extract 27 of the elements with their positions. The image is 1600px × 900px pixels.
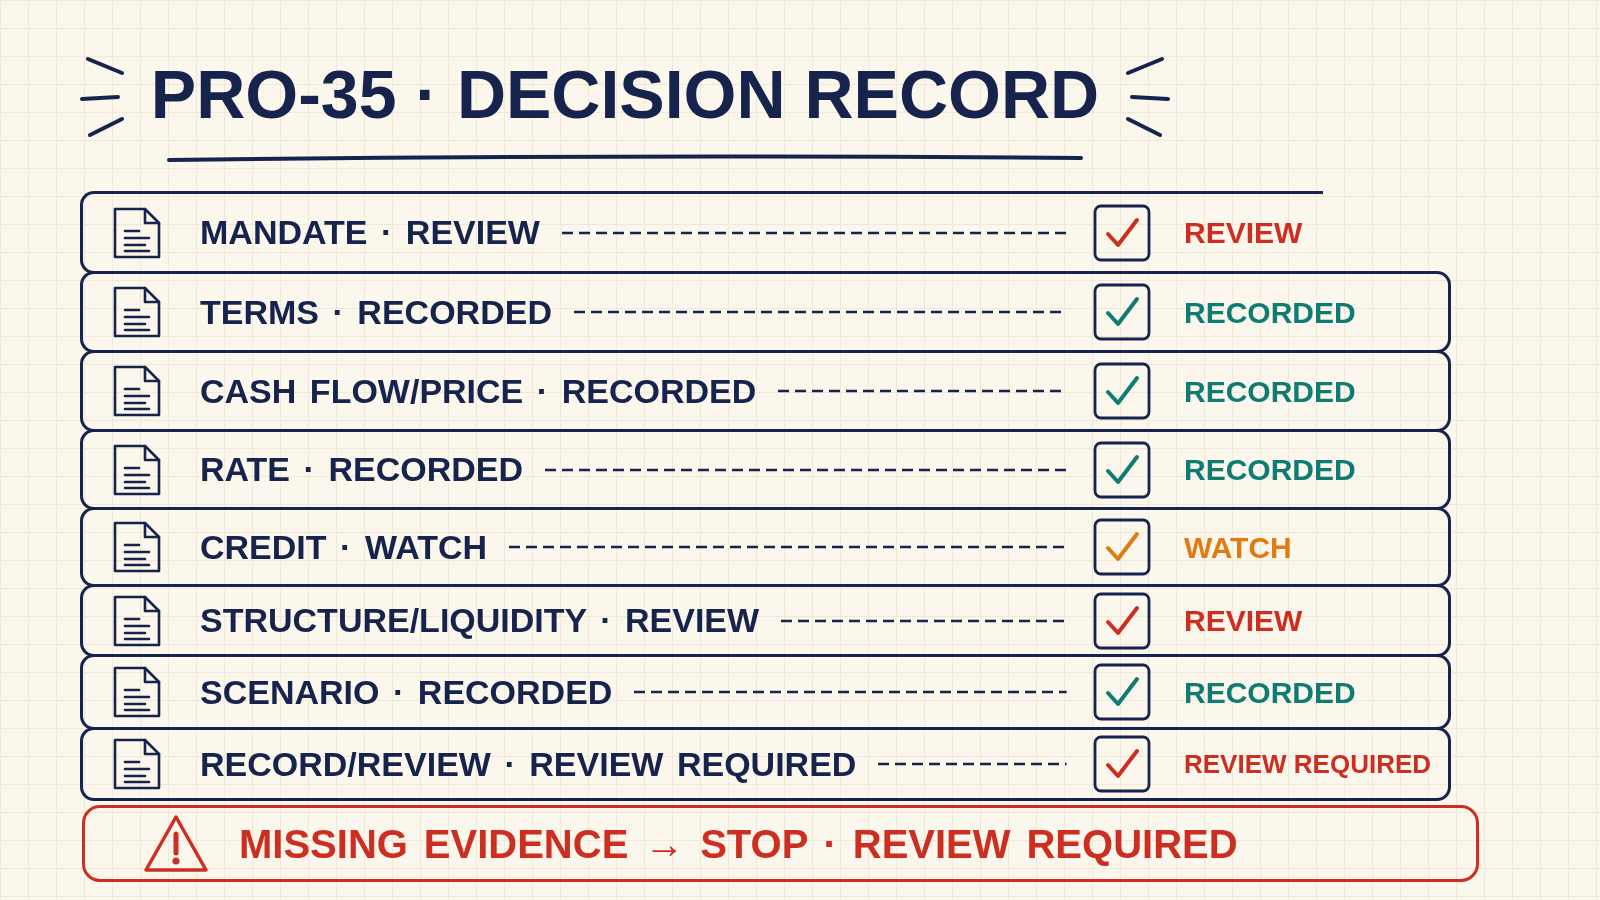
record-row — [80, 507, 1451, 587]
status-label: RECORDED — [1184, 294, 1356, 331]
status-label: REVIEW REQUIRED — [1184, 747, 1432, 781]
status-label: RECORDED — [1184, 373, 1356, 410]
row-label: MANDATE · REVIEW — [200, 212, 540, 253]
record-row — [80, 584, 1451, 657]
row-label: TERMS · RECORDED — [200, 291, 552, 333]
alert-banner — [82, 805, 1479, 882]
record-row — [80, 350, 1451, 432]
status-label: RECORDED — [1184, 674, 1356, 711]
alert-text: MISSING EVIDENCE → STOP · REVIEW REQUIRED — [239, 820, 1238, 868]
record-row — [80, 271, 1451, 353]
row-label: STRUCTURE/LIQUIDITY · REVIEW — [200, 600, 760, 641]
row-label: RATE · RECORDED — [200, 449, 523, 490]
status-label: WATCH — [1184, 529, 1292, 566]
row-label: SCENARIO · RECORDED — [200, 671, 613, 713]
record-row — [80, 654, 1451, 730]
title: PRO-35 · DECISION RECORD — [150, 55, 1100, 134]
status-label: RECORDED — [1184, 452, 1356, 488]
row-label: CREDIT · WATCH — [200, 526, 488, 568]
status-label: REVIEW — [1184, 215, 1303, 251]
record-row — [80, 727, 1451, 801]
row-label: RECORD/REVIEW · REVIEW REQUIRED — [200, 743, 857, 785]
record-row — [80, 429, 1451, 510]
record-row — [80, 191, 1323, 274]
status-label: REVIEW — [1184, 603, 1303, 639]
row-label: CASH FLOW/PRICE · RECORDED — [200, 370, 757, 412]
